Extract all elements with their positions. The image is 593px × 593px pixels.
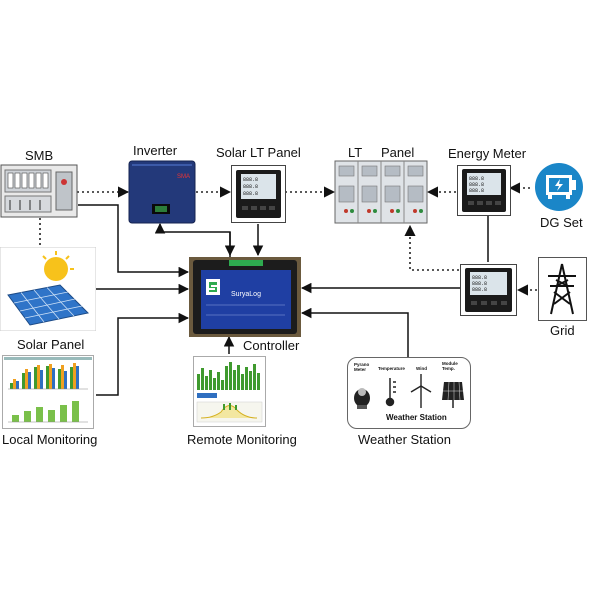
- smb-box-image: [0, 164, 78, 218]
- solar-lt-panel-label: Solar LT Panel: [216, 145, 301, 160]
- svg-text:888.8: 888.8: [472, 275, 487, 281]
- svg-text:888.8: 888.8: [243, 184, 258, 190]
- svg-text:SMA: SMA: [177, 174, 190, 180]
- dg-set-icon: [531, 162, 587, 212]
- local-monitoring-label: Local Monitoring: [2, 432, 98, 447]
- weather-module-temp-label: Module Temp.: [442, 361, 458, 371]
- weather-sensor-icons: [354, 374, 464, 409]
- smb-to-controller-link: [78, 204, 190, 278]
- controller-to-inverter-link: [154, 222, 231, 260]
- solar-panel-image: [0, 246, 97, 332]
- module-temp-icon: [442, 381, 464, 408]
- thermometer-icon: [385, 378, 396, 407]
- lt-label: LT: [348, 145, 363, 160]
- weather-station-panel: Pyrano Meter Temperature Wind Module Tem…: [347, 357, 471, 429]
- weather-panel-title: Weather Station: [386, 413, 447, 422]
- svg-text:888.8: 888.8: [469, 188, 484, 194]
- energy-meter-label: Energy Meter: [448, 146, 527, 161]
- local-monitoring-screen: [2, 355, 94, 429]
- inverter-image: SMA: [128, 160, 196, 224]
- svg-text:888.8: 888.8: [472, 287, 487, 293]
- wind-turbine-icon: [410, 374, 432, 408]
- remote-monitoring-label: Remote Monitoring: [187, 432, 297, 447]
- solar-panel-label: Solar Panel: [17, 337, 85, 352]
- svg-text:888.8: 888.8: [243, 191, 258, 197]
- lt-panel-image: [334, 160, 428, 224]
- grid-tower-icon: [538, 257, 587, 321]
- panel-label: Panel: [381, 145, 415, 160]
- inverter-label: Inverter: [133, 143, 178, 158]
- svg-text:888.8: 888.8: [469, 182, 484, 188]
- dg-set-label: DG Set: [540, 215, 583, 230]
- local-monitoring-link: [96, 312, 190, 396]
- svg-text:888.8: 888.8: [469, 176, 484, 182]
- remote-monitoring-screen: [193, 356, 266, 427]
- svg-text:888.8: 888.8: [243, 177, 258, 183]
- svg-text:888.8: 888.8: [472, 281, 487, 287]
- weather-wind-label: Wind: [416, 366, 427, 371]
- controller-device: SuryaLog: [189, 257, 301, 337]
- smb-label: SMB: [25, 148, 54, 163]
- weather-pyrano-label: Pyrano Meter: [354, 362, 370, 372]
- weather-temperature-label: Temperature: [378, 366, 405, 371]
- pyranometer-icon: [354, 388, 370, 409]
- weather-station-link: [300, 307, 409, 357]
- controller-label: Controller: [243, 338, 300, 353]
- grid-label: Grid: [550, 323, 575, 338]
- grid-meter-to-lt-panel-link: [404, 224, 459, 271]
- controller-screen-brand: SuryaLog: [231, 291, 261, 298]
- weather-station-label: Weather Station: [358, 432, 451, 447]
